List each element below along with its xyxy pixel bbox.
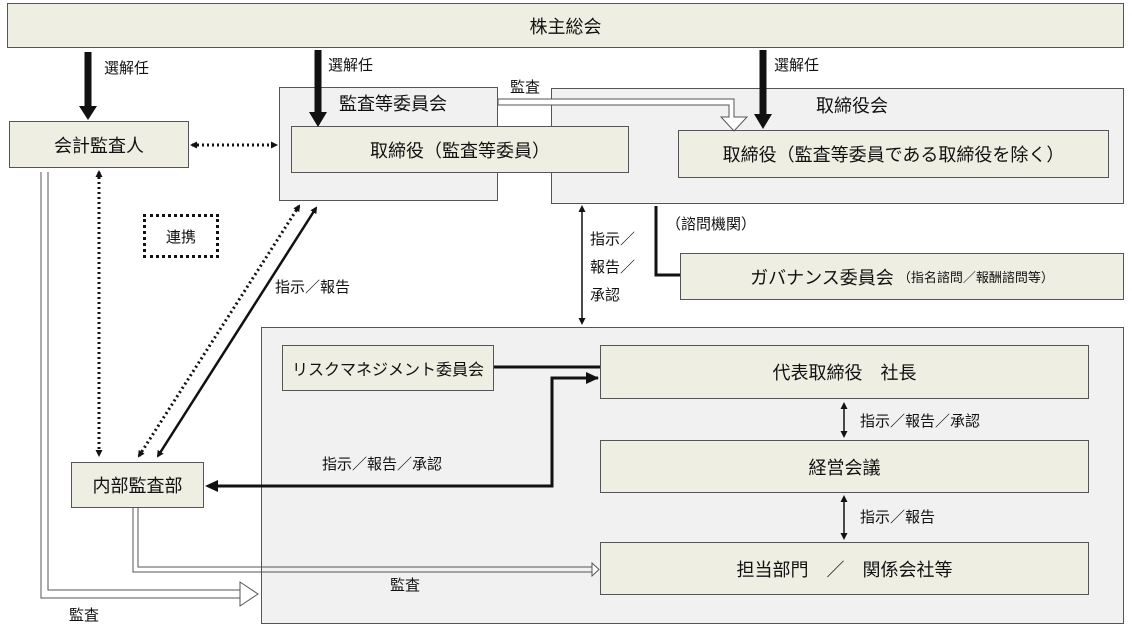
risk-committee-box: リスクマネジメント委員会 xyxy=(282,345,494,391)
audit-arrow-to-board xyxy=(497,98,749,132)
president-to-internal-audit-arrow xyxy=(218,376,598,488)
label-management-departments: 指示／報告 xyxy=(860,508,936,526)
governance-committee-box: ガバナンス委員会 （指名諮問／報酬諮問等） xyxy=(680,253,1124,300)
label-advisory: （諮問機関） xyxy=(666,215,757,233)
board-label: 取締役会 xyxy=(816,96,888,117)
risk-committee-label: リスクマネジメント委員会 xyxy=(291,360,484,379)
departments-box: 担当部門 ／ 関係会社等 xyxy=(600,542,1089,595)
internal-audit-box: 内部監査部 xyxy=(71,462,204,508)
label-internal-committee: 指示／報告 xyxy=(275,278,351,296)
label-board-instruction-1: 指示／ xyxy=(590,230,636,248)
accounting-auditor-box: 会計監査人 xyxy=(9,121,189,168)
label-election-auditor: 選解任 xyxy=(104,59,150,77)
internal-audit-to-departments-arrow xyxy=(132,508,600,578)
label-audit-top: 監査 xyxy=(510,78,541,96)
president-label: 代表取締役 社長 xyxy=(772,363,917,384)
accounting-auditor-label: 会計監査人 xyxy=(54,135,144,157)
management-meeting-label: 経営会議 xyxy=(808,457,881,479)
audit-directors-box: 取締役（監査等委員） xyxy=(291,126,629,173)
advisory-connector xyxy=(654,206,680,277)
shareholders-meeting-box: 株主総会 xyxy=(7,3,1124,48)
election-arrow-auditor xyxy=(79,52,97,120)
instruction-line-internal-committee xyxy=(156,206,318,458)
directors-label: 取締役（監査等委員である取締役を除く） xyxy=(722,145,1065,166)
label-board-instruction-3: 承認 xyxy=(590,286,621,304)
audit-committee-label: 監査等委員会 xyxy=(339,94,447,115)
governance-committee-label: ガバナンス委員会 xyxy=(750,267,894,289)
directors-box: 取締役（監査等委員である取締役を除く） xyxy=(678,130,1109,178)
label-audit-departments: 監査 xyxy=(390,576,421,594)
departments-label: 担当部門 ／ 関係会社等 xyxy=(736,559,953,581)
cooperation-line-internal-committee xyxy=(137,204,301,458)
shareholders-meeting-label: 株主総会 xyxy=(529,16,602,38)
label-election-board: 選解任 xyxy=(774,56,820,74)
president-box: 代表取締役 社長 xyxy=(600,345,1089,399)
auditor-to-executive-arrow xyxy=(40,172,259,607)
internal-audit-label: 内部監査部 xyxy=(92,476,183,497)
label-election-audit-committee: 選解任 xyxy=(328,56,374,74)
audit-directors-label: 取締役（監査等委員） xyxy=(370,140,550,162)
management-meeting-box: 経営会議 xyxy=(600,440,1089,493)
label-audit-auditor: 監査 xyxy=(69,606,100,624)
label-board-instruction-2: 報告／ xyxy=(590,258,636,276)
label-president-management: 指示／報告／承認 xyxy=(860,412,981,430)
election-arrow-audit-committee xyxy=(309,50,327,127)
governance-committee-note: （指名諮問／報酬諮問等） xyxy=(897,271,1054,286)
election-arrow-board xyxy=(754,50,772,129)
label-president-internal: 指示／報告／承認 xyxy=(322,455,443,473)
